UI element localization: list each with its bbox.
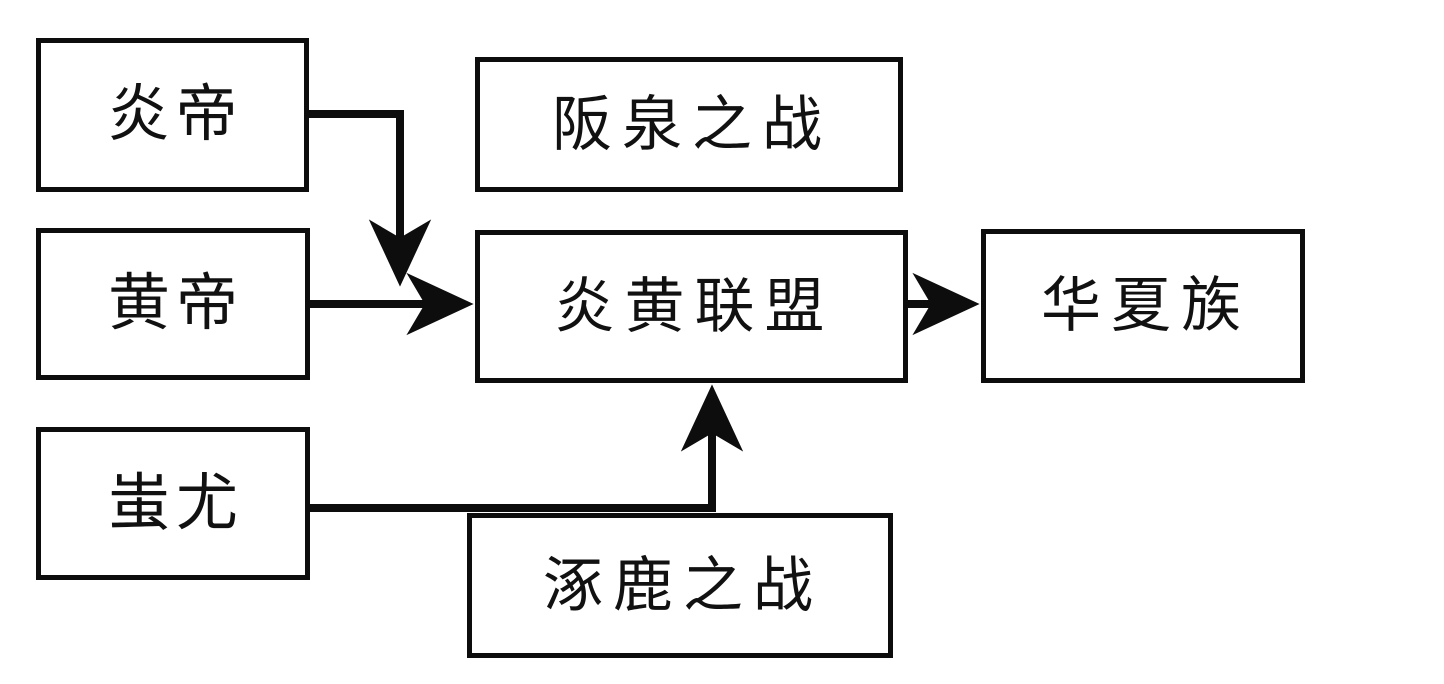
node-chiyou-label: 蚩尤 xyxy=(107,469,244,538)
node-huaxia-people[interactable]: 华夏族 xyxy=(981,229,1305,383)
node-zhuolu-battle[interactable]: 涿鹿之战 xyxy=(467,513,893,658)
edge-chiyou-to-yanhuang xyxy=(310,384,744,512)
node-huangdi-label: 黄帝 xyxy=(107,270,244,338)
node-huangdi[interactable]: 黄帝 xyxy=(36,228,310,380)
node-yandi[interactable]: 炎帝 xyxy=(36,38,309,192)
node-yanhuang-alliance[interactable]: 炎黄联盟 xyxy=(475,230,908,383)
node-banquan-battle-label: 阪泉之战 xyxy=(552,91,832,158)
edge-yandi-to-yanhuang xyxy=(309,110,432,287)
node-yanhuang-alliance-label: 炎黄联盟 xyxy=(554,273,835,340)
node-huaxia-people-label: 华夏族 xyxy=(1041,273,1251,339)
node-zhuolu-battle-label: 涿鹿之战 xyxy=(543,552,823,619)
node-yandi-label: 炎帝 xyxy=(107,81,244,149)
node-chiyou[interactable]: 蚩尤 xyxy=(36,427,310,580)
node-banquan-battle[interactable]: 阪泉之战 xyxy=(475,57,903,192)
